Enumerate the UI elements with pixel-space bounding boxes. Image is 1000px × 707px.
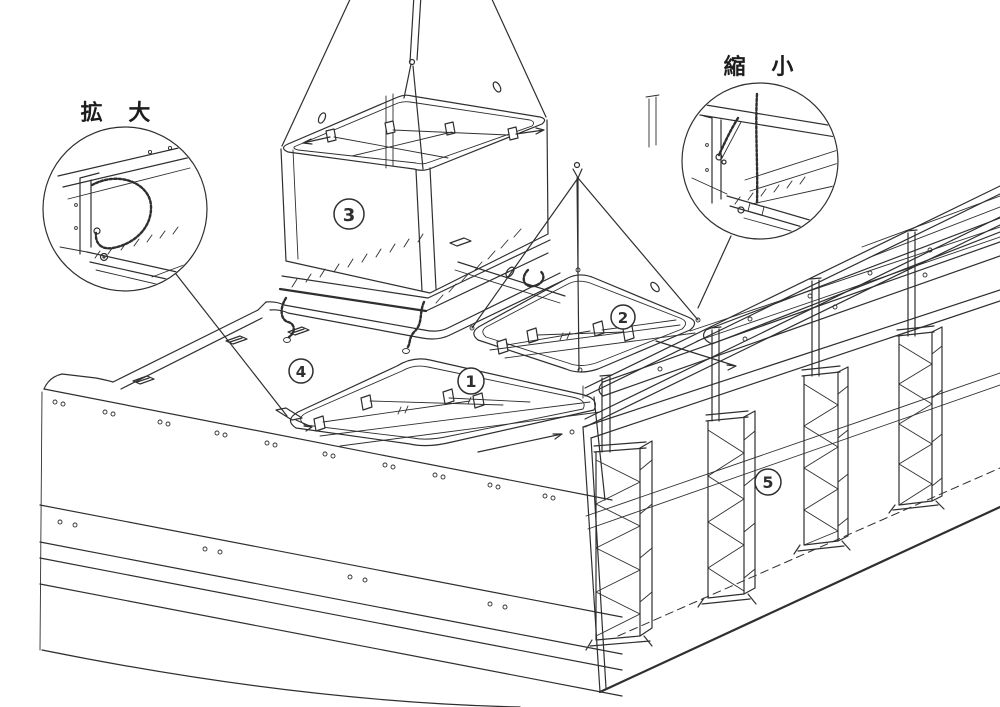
deck-edge-bolt-dots [52,399,556,501]
side-wall [582,94,1000,694]
callout-enlarge: 拡 大 [42,101,288,417]
hatch-base [278,228,551,313]
reduce-detail-content [691,92,837,238]
enlarge-detail-circle [42,126,208,292]
opening-upper-left-coaming [112,301,267,390]
opening-2-coaming [473,274,696,373]
hull-side [39,373,623,707]
enlarge-detail-content [57,142,205,290]
handrails [582,94,1000,428]
svg-text:3: 3 [343,205,356,226]
staging-tower-4 [888,325,945,514]
enlarge-leader-line [175,273,288,417]
hatch-base-grating [291,228,522,304]
svg-text:2: 2 [618,309,628,327]
shell-bolt-dots [57,519,508,610]
reduce-detail-circle [681,82,839,240]
marker-4: 4 [288,358,314,384]
rail-stanchions [599,229,918,453]
opening-2-tie-rods [489,319,737,371]
opening-1-tie-rods [313,388,601,453]
enlarge-label: 拡 大 [81,101,160,126]
deck-back-edge [457,261,566,297]
staging-tower-2 [697,410,757,608]
callout-reduce: 縮 小 [681,54,839,309]
box-sling-wires [281,0,547,170]
reduce-leader-line [697,235,732,309]
box-tie-rods [302,120,545,159]
coaming-corner-fitting [275,407,313,432]
reduce-label: 縮 小 [724,54,803,80]
marker-3: 3 [333,198,365,230]
number-markers: 1 2 3 4 5 [288,198,782,496]
marker-2: 2 [610,304,636,330]
svg-text:4: 4 [296,363,306,381]
walkway-planks [598,217,1000,397]
marker-1: 1 [457,367,485,395]
opening-2-sling [469,161,701,373]
svg-text:5: 5 [762,473,773,492]
staging-tower-1 [585,440,653,651]
marker-5: 5 [754,468,782,496]
staging-tower-3 [793,365,851,555]
suspended-box [280,0,549,294]
svg-text:1: 1 [465,372,476,391]
deck [112,237,737,453]
opening-under-box-coaming [265,272,563,340]
